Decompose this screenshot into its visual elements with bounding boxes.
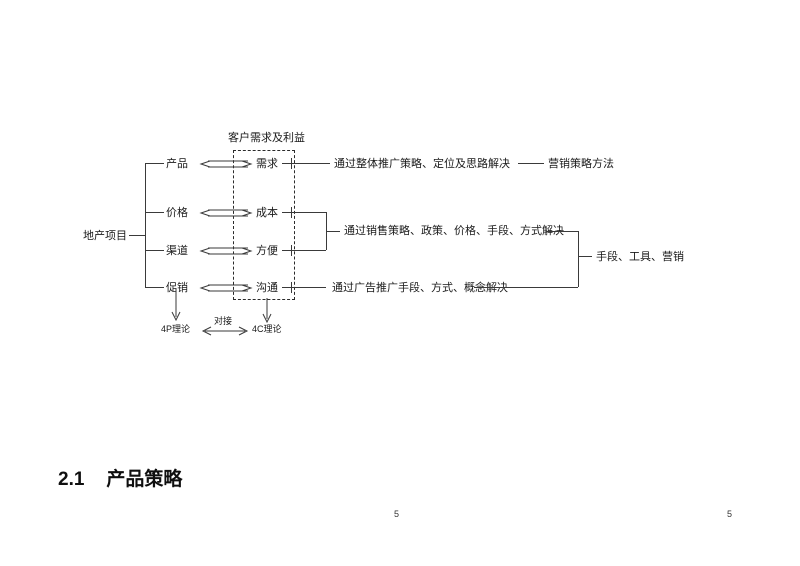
four-c-label-communication: 沟通 (256, 282, 278, 294)
dashed-box-label: 客户需求及利益 (228, 132, 305, 144)
connector-row2 (282, 212, 326, 213)
branch-stub-promotion (145, 287, 164, 288)
page-heading: 2.1 产品策略 (58, 464, 182, 491)
branch-stub-place (145, 250, 164, 251)
right-bracket-top-lead (546, 231, 578, 232)
double-arrow-price-cost (199, 209, 253, 217)
arrow-down-to-4p-theory (171, 288, 181, 322)
connector-row4 (282, 287, 326, 288)
four-c-label-cost: 成本 (256, 207, 278, 219)
double-arrow-theory-link (201, 326, 249, 336)
outcome-text-1: 营销策略方法 (548, 158, 614, 170)
connector-row4-tick (291, 282, 292, 293)
marketing-4p-4c-diagram: 客户需求及利益 地产项目 产品 价格 渠道 促销 (83, 132, 684, 336)
right-bracket-stem (578, 256, 592, 257)
theory-label-4c: 4C理论 (252, 324, 282, 334)
root-label: 地产项目 (83, 230, 127, 242)
heading-number: 2.1 (58, 469, 85, 490)
connector-row2-tick (291, 207, 292, 218)
branch-stub-product (145, 163, 164, 164)
solution-text-1: 通过整体推广策略、定位及思路解决 (334, 158, 510, 170)
middle-bracket-stem (326, 231, 340, 232)
outcome-text-2: 手段、工具、营销 (596, 251, 684, 263)
right-bracket-spine (578, 231, 579, 287)
four-c-label-demand: 需求 (256, 158, 278, 170)
four-c-label-convenience: 方便 (256, 245, 278, 257)
heading-text: 产品策略 (106, 469, 183, 490)
solution-text-3: 通过广告推广手段、方式、概念解决 (332, 282, 508, 294)
page-number-right: 5 (727, 509, 733, 519)
theory-link-label: 对接 (214, 316, 233, 326)
four-p-label-price: 价格 (166, 207, 188, 219)
theory-label-4p: 4P理论 (161, 324, 191, 334)
root-stem (129, 235, 145, 236)
double-arrow-product-demand (199, 160, 253, 168)
connector-row3 (282, 250, 326, 251)
right-bracket-bottom-lead (474, 287, 578, 288)
connector-row3-tick (291, 245, 292, 256)
double-arrow-place-convenience (199, 247, 253, 255)
arrow-down-to-4c-theory (262, 298, 272, 324)
four-p-label-promotion: 促销 (166, 282, 188, 294)
left-bracket-spine (145, 163, 146, 287)
four-p-label-place: 渠道 (166, 245, 188, 257)
four-p-label-product: 产品 (166, 158, 188, 170)
solution-text-2: 通过销售策略、政策、价格、手段、方式解决 (344, 225, 564, 237)
customer-needs-dashed-box (233, 150, 295, 300)
connector-row1 (282, 163, 330, 164)
page-number-center: 5 (394, 509, 400, 519)
outcome1-connector (518, 163, 544, 164)
branch-stub-price (145, 212, 164, 213)
double-arrow-promotion-communication (199, 284, 253, 292)
connector-row1-tick (291, 158, 292, 169)
